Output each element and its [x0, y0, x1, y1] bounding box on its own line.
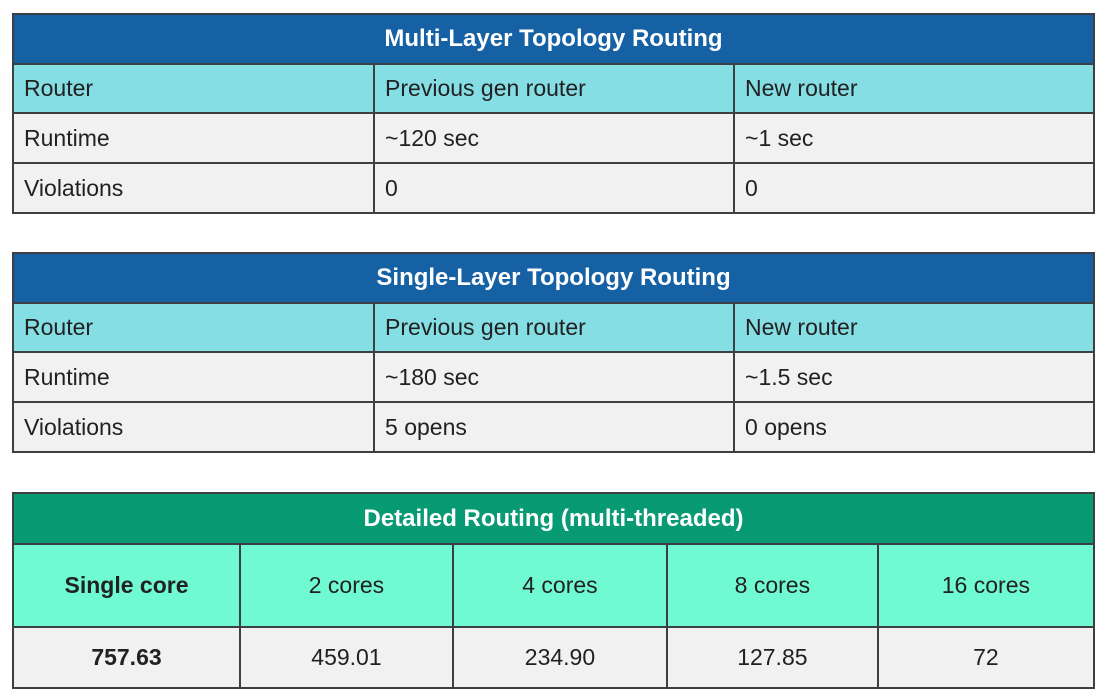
row-label-runtime: Runtime [11, 351, 376, 403]
column-header-previous-gen-router: Previous gen router [373, 302, 736, 353]
column-header-previous-gen-router: Previous gen router [373, 63, 736, 114]
table-row: Runtime ~180 sec ~1.5 sec [11, 351, 1095, 403]
detailed-routing-table: Detailed Routing (multi-threaded) Single… [12, 492, 1096, 689]
table-title: Detailed Routing (multi-threaded) [12, 492, 1095, 545]
table-row: Runtime ~120 sec ~1 sec [11, 112, 1095, 164]
column-header-row: Router Previous gen router New router [11, 302, 1095, 353]
data-cell: 0 opens [733, 401, 1095, 453]
data-cell: 234.90 [451, 626, 668, 689]
data-cell: 5 opens [373, 401, 736, 453]
row-label-runtime: Runtime [11, 112, 376, 164]
table-row: Violations 0 0 [11, 162, 1095, 214]
data-cell: ~120 sec [373, 112, 736, 164]
table-title-row: Single-Layer Topology Routing [12, 252, 1095, 304]
column-header-single-core: Single core [12, 543, 241, 628]
table-title-row: Detailed Routing (multi-threaded) [12, 492, 1095, 545]
table-title-row: Multi-Layer Topology Routing [12, 13, 1095, 65]
column-header-2-cores: 2 cores [239, 543, 454, 628]
column-header-row: Single core 2 cores 4 cores 8 cores 16 c… [12, 543, 1096, 628]
data-cell-single-core: 757.63 [12, 626, 241, 689]
data-cell: 72 [876, 626, 1096, 689]
single-layer-routing-table: Single-Layer Topology Routing Router Pre… [11, 252, 1095, 453]
column-header-new-router: New router [733, 302, 1095, 353]
data-cell: 127.85 [665, 626, 879, 689]
data-cell: 0 [733, 162, 1095, 214]
multi-layer-routing-table: Multi-Layer Topology Routing Router Prev… [11, 13, 1095, 214]
data-cell: 459.01 [239, 626, 454, 689]
column-header-router: Router [11, 63, 376, 114]
data-cell: 0 [373, 162, 736, 214]
table-title: Single-Layer Topology Routing [12, 252, 1095, 304]
column-header-router: Router [11, 302, 376, 353]
column-header-16-cores: 16 cores [876, 543, 1096, 628]
data-cell: ~1 sec [733, 112, 1095, 164]
table-row: Violations 5 opens 0 opens [11, 401, 1095, 453]
row-label-violations: Violations [11, 401, 376, 453]
row-label-violations: Violations [11, 162, 376, 214]
data-cell: ~1.5 sec [733, 351, 1095, 403]
column-header-4-cores: 4 cores [451, 543, 668, 628]
table-title: Multi-Layer Topology Routing [12, 13, 1095, 65]
column-header-8-cores: 8 cores [665, 543, 879, 628]
column-header-row: Router Previous gen router New router [11, 63, 1095, 114]
column-header-new-router: New router [733, 63, 1095, 114]
table-row: 757.63 459.01 234.90 127.85 72 [12, 626, 1096, 689]
data-cell: ~180 sec [373, 351, 736, 403]
